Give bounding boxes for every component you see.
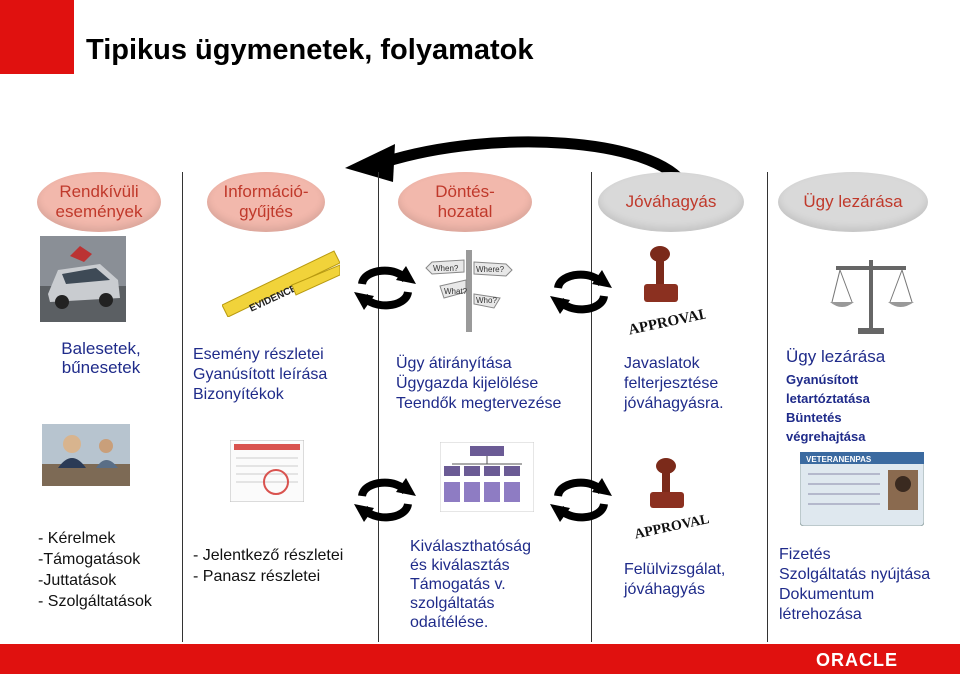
lower-col5-text: Fizetés Szolgáltatás nyújtása Dokumentum… <box>779 546 931 623</box>
stamp-text: APPROVAL <box>633 512 710 540</box>
office-people-photo-icon <box>42 424 130 486</box>
upper-col5-sub: Gyanúsított letartóztatása Büntetés végr… <box>786 372 870 444</box>
lower-col2-text: - Jelentkező részletei - Panasz részlete… <box>193 547 344 585</box>
upper-col4-text: Javaslatok felterjesztése jóváhagyásra. <box>624 355 724 412</box>
upper-col3-text: Ügy átirányítása Ügygazda kijelölése Tee… <box>396 355 562 412</box>
card-header-text: VETERANENPAS <box>806 455 872 464</box>
crashed-car-photo-icon <box>40 236 126 322</box>
lower-col4-text: Felülvizsgálat, jóváhagyás <box>624 561 726 598</box>
sign-where: Where? <box>476 265 505 274</box>
evidence-tape-icon: EVIDENCE <box>222 250 340 317</box>
flowchart-icon <box>440 442 534 512</box>
stage-label: Információ- gyűjtés <box>223 182 309 221</box>
lower-col3-text: Kiválaszthatóság és kiválasztás Támogatá… <box>410 538 531 631</box>
stage-oval-rendkivuli: Rendkívüli események <box>37 172 161 232</box>
cycle-arrows-icon <box>550 478 612 522</box>
stamp-text: APPROVAL <box>627 306 706 336</box>
red-square-icon <box>0 0 74 74</box>
id-card-icon: VETERANENPAS <box>800 452 924 526</box>
upper-col2-text: Esemény részletei Gyanúsított leírása Bi… <box>193 346 328 403</box>
sign-what: What? <box>444 287 468 296</box>
column-divider <box>378 172 379 642</box>
sign-when: When? <box>433 264 459 273</box>
oracle-logo: ORACLE <box>816 650 898 670</box>
footer-bar <box>0 644 960 674</box>
approval-stamp-icon: APPROVAL <box>627 246 706 336</box>
column-divider <box>767 172 768 642</box>
cycle-arrows-icon <box>550 270 612 314</box>
upper-col5-title: Ügy lezárása <box>786 347 886 366</box>
scales-icon <box>830 260 914 334</box>
stage-oval-ugy-lezarasa: Ügy lezárása <box>778 172 928 232</box>
stage-label: Jóváhagyás <box>625 192 717 211</box>
stage-oval-dontes: Döntés- hozatal <box>398 172 532 232</box>
stage-oval-informacio: Információ- gyűjtés <box>207 172 325 232</box>
column-divider <box>591 172 592 642</box>
cycle-arrows-icon <box>354 266 416 310</box>
approval-stamp-icon: APPROVAL <box>633 458 711 540</box>
signpost-icon: When? Where? What? Who? <box>425 250 513 332</box>
page-title: Tipikus ügymenetek, folyamatok <box>86 34 534 66</box>
column-divider <box>182 172 183 642</box>
sign-who: Who? <box>476 296 497 305</box>
upper-col1-text: Balesetek, bűnesetek <box>61 339 141 377</box>
stage-label: Ügy lezárása <box>803 192 903 211</box>
cycle-arrows-icon <box>354 478 416 522</box>
curved-back-arrow-icon <box>345 136 691 190</box>
stage-oval-jovahagyas: Jóváhagyás <box>598 172 744 232</box>
stage-label: Rendkívüli események <box>55 182 143 221</box>
stage-label: Döntés- hozatal <box>435 182 495 221</box>
form-document-icon <box>230 440 304 502</box>
lower-col1-text: - Kérelmek -Támogatások -Juttatások - Sz… <box>38 530 152 610</box>
